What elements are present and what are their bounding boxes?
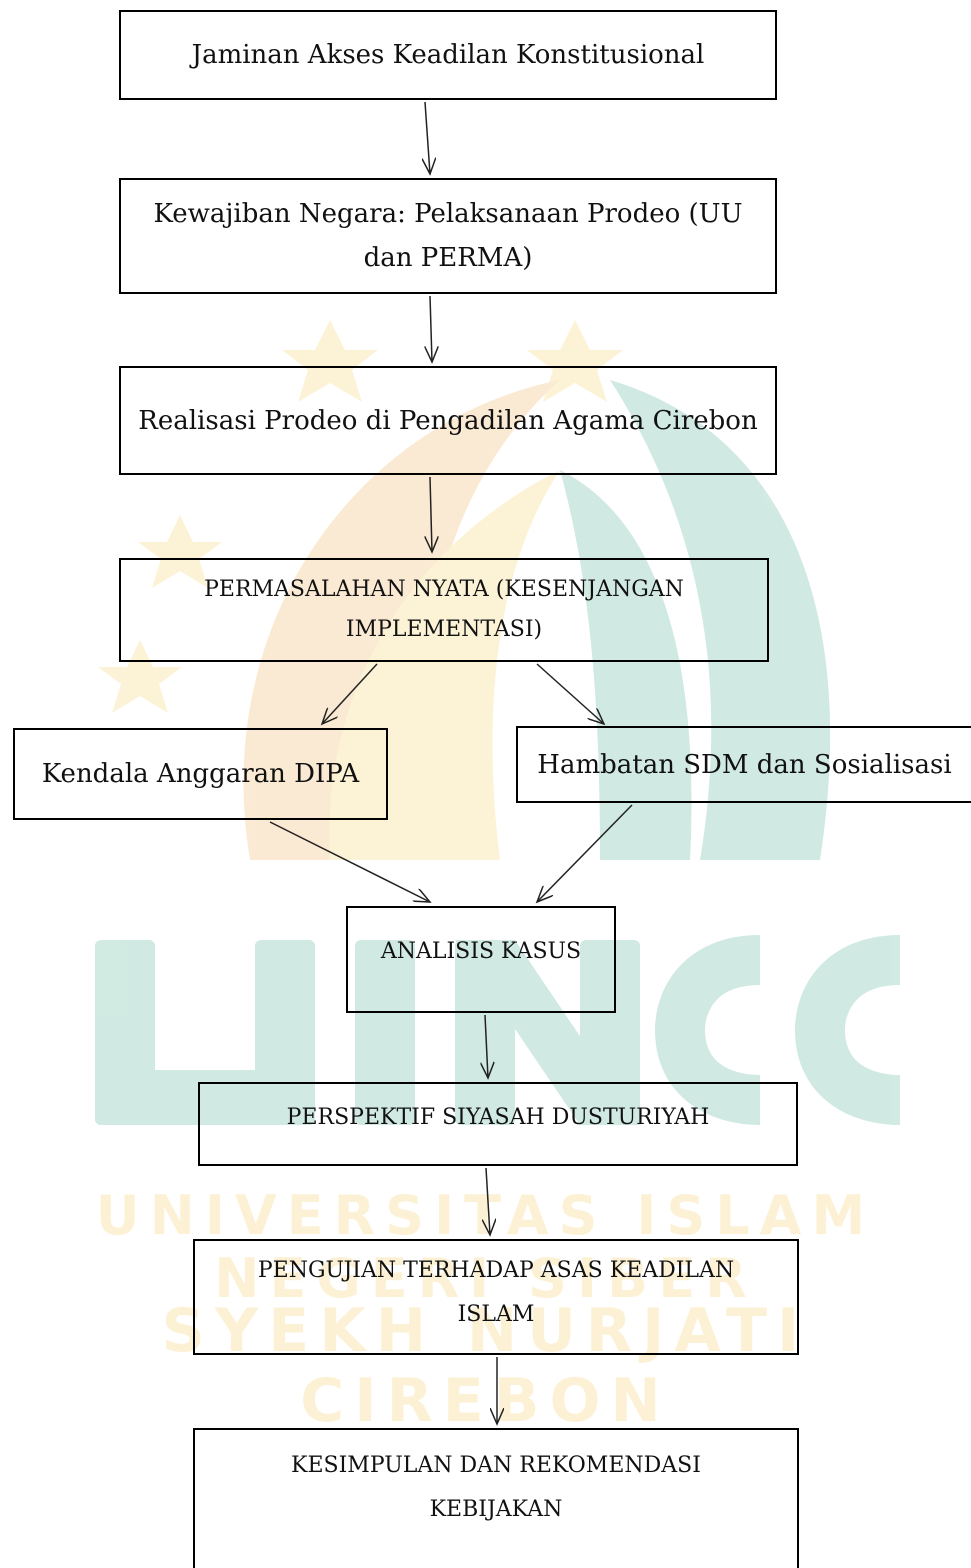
edge-n8-n9 [486,1167,490,1235]
node-label: PENGUJIAN TERHADAP ASAS KEADILAN ISLAM [257,1258,735,1327]
edge-n5-n7 [269,821,430,902]
edge-n1-n2 [425,101,430,174]
node-realisasi-prodeo: Realisasi Prodeo di Pengadilan Agama Cir… [119,366,777,475]
node-permasalahan-nyata: PERMASALAHAN NYATA (KESENJANGAN IMPLEMEN… [119,558,769,662]
node-label: Jaminan Akses Keadilan Konstitusional [191,40,705,70]
node-label: Kendala Anggaran DIPA [41,759,360,789]
watermark-line-1: UNIVERSITAS ISLAM NEGERI SIBER [95,1184,876,1310]
node-label: Kewajiban Negara: Pelaksanaan Prodeo (UU… [153,199,743,273]
node-jaminan-akses: Jaminan Akses Keadilan Konstitusional [119,10,777,100]
edge-n6-n7 [537,804,633,902]
node-kendala-anggaran: Kendala Anggaran DIPA [13,728,388,820]
edge-n4-n6 [536,663,604,724]
edge-n4-n5 [322,663,378,724]
node-label: Realisasi Prodeo di Pengadilan Agama Cir… [138,405,758,436]
node-label: Hambatan SDM dan Sosialisasi [537,749,952,780]
node-label: PERSPEKTIF SIYASAH DUSTURIYAH [286,1105,710,1130]
node-label: PERMASALAHAN NYATA (KESENJANGAN IMPLEMEN… [204,577,684,642]
node-label: ANALISIS KASUS [380,939,582,964]
node-kewajiban-negara: Kewajiban Negara: Pelaksanaan Prodeo (UU… [119,178,777,294]
node-hambatan-sdm: Hambatan SDM dan Sosialisasi [516,726,971,803]
edge-n7-n8 [485,1014,488,1078]
node-perspektif-siyasah: PERSPEKTIF SIYASAH DUSTURIYAH [198,1082,798,1166]
edge-n3-n4 [430,476,432,552]
edge-n2-n3 [430,295,432,362]
node-kesimpulan: KESIMPULAN DAN REKOMENDASI KEBIJAKAN [193,1428,799,1568]
node-analisis-kasus: ANALISIS KASUS [346,906,616,1013]
node-pengujian-asas: PENGUJIAN TERHADAP ASAS KEADILAN ISLAM [193,1239,799,1355]
node-label: KESIMPULAN DAN REKOMENDASI KEBIJAKAN [291,1453,701,1522]
